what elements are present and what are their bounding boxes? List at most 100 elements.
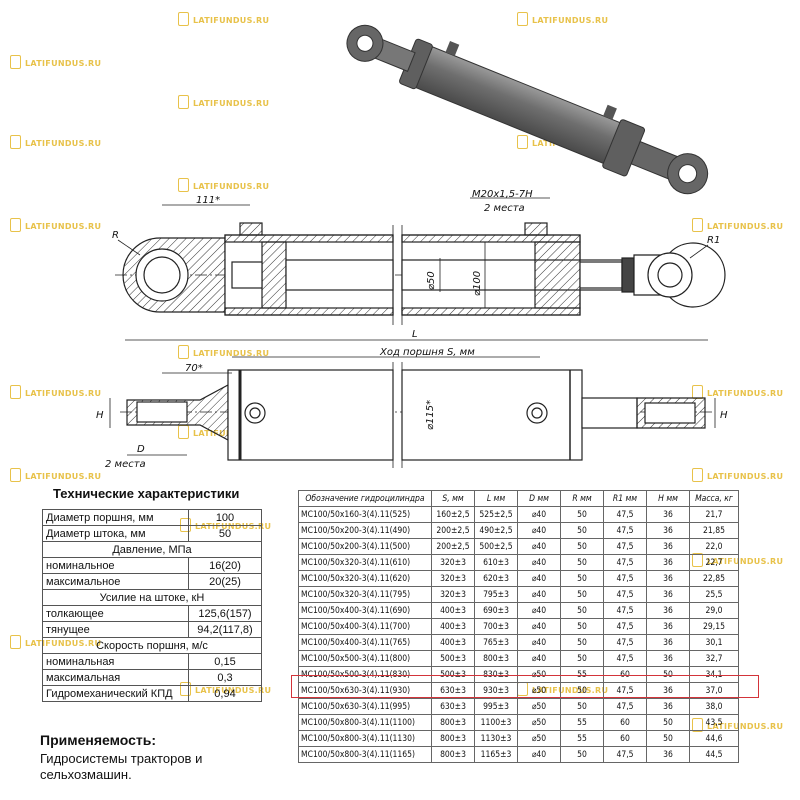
table-cell: 320±3 [431, 570, 475, 587]
models-col-header: D мм [517, 490, 561, 507]
table-cell: ⌀40 [517, 554, 561, 571]
table-cell: 47,5 [603, 506, 647, 523]
table-cell: 36 [646, 506, 690, 523]
watermark: LATIFUNDUS.RU [517, 12, 608, 26]
spec-section-header: Скорость поршня, м/с [42, 637, 262, 654]
models-col-header: S, мм [431, 490, 475, 507]
spec-label: максимальное [42, 573, 189, 590]
cylinder-drawing: 111* M20x1,5-7H 2 места R R1 ⌀50 ⌀100 L … [96, 24, 728, 470]
table-cell: МС100/50х800-3(4).11(1130) [298, 730, 432, 747]
table-cell: 320±3 [431, 554, 475, 571]
watermark: LATIFUNDUS.RU [10, 468, 101, 482]
spec-value: 16(20) [188, 557, 262, 574]
table-cell: 22,85 [689, 570, 739, 587]
table-cell: 47,5 [603, 570, 647, 587]
table-cell: 30,1 [689, 634, 739, 651]
table-cell: 36 [646, 698, 690, 715]
watermark: LATIFUNDUS.RU [10, 218, 101, 232]
table-cell: МС100/50х400-3(4).11(690) [298, 602, 432, 619]
table-cell: 525±2,5 [474, 506, 518, 523]
specs-section: Давление, МПа [42, 541, 262, 558]
dim-R1: R1 [707, 235, 720, 246]
models-col-header: H мм [646, 490, 690, 507]
table-cell: МС100/50х200-3(4).11(490) [298, 522, 432, 539]
table-cell: 50 [560, 522, 604, 539]
dim-d115: ⌀115* [425, 400, 436, 430]
table-cell: 500±2,5 [474, 538, 518, 555]
table-cell: 36 [646, 554, 690, 571]
table-cell: 500±3 [431, 650, 475, 667]
table-cell: 50 [560, 506, 604, 523]
table-cell: 36 [646, 602, 690, 619]
table-cell: 50 [560, 570, 604, 587]
models-col-header: R мм [560, 490, 604, 507]
spec-value: 0,15 [188, 653, 262, 670]
table-cell: ⌀40 [517, 602, 561, 619]
table-cell: 800±3 [431, 714, 475, 731]
models-col-header: Масса, кг [689, 490, 739, 507]
table-cell: МС100/50х400-3(4).11(700) [298, 618, 432, 635]
table-cell: МС100/50х800-3(4).11(1165) [298, 746, 432, 763]
table-cell: МС100/50х320-3(4).11(610) [298, 554, 432, 571]
watermark: LATIFUNDUS.RU [10, 55, 101, 69]
table-cell: 47,5 [603, 554, 647, 571]
table-cell: МС100/50х630-3(4).11(995) [298, 698, 432, 715]
table-cell: 47,5 [603, 602, 647, 619]
table-cell: 320±3 [431, 586, 475, 603]
table-cell: 29,15 [689, 618, 739, 635]
watermark: LATIFUNDUS.RU [10, 385, 101, 399]
table-cell: 400±3 [431, 602, 475, 619]
spec-value: 94,2(117,8) [188, 621, 262, 638]
table-cell: ⌀40 [517, 522, 561, 539]
table-cell: 690±3 [474, 602, 518, 619]
table-cell: 47,5 [603, 634, 647, 651]
spec-label: толкающее [42, 605, 189, 622]
table-cell: 47,5 [603, 698, 647, 715]
table-cell: 36 [646, 618, 690, 635]
table-cell: 21,85 [689, 522, 739, 539]
table-cell: 620±3 [474, 570, 518, 587]
table-cell: МС100/50х500-3(4).11(800) [298, 650, 432, 667]
table-cell: 630±3 [431, 698, 475, 715]
table-cell: 36 [646, 538, 690, 555]
section-view [115, 197, 726, 358]
table-cell: 490±2,5 [474, 522, 518, 539]
table-cell: МС100/50х400-3(4).11(765) [298, 634, 432, 651]
table-cell: 44,6 [689, 730, 739, 747]
applicability-text: Гидросистемы тракторов и сельхозмашин. [40, 751, 203, 782]
table-cell: МС100/50х160-3(4).11(525) [298, 506, 432, 523]
dim-stroke: Ход поршня S, мм [379, 347, 475, 358]
table-cell: 47,5 [603, 650, 647, 667]
table-cell: 50 [560, 554, 604, 571]
dim-d100: ⌀100 [472, 271, 483, 296]
spec-label: Гидромеханический КПД [42, 685, 189, 702]
dim-places-bottom: 2 места [105, 459, 146, 470]
table-cell: ⌀40 [517, 618, 561, 635]
dim-H-right: H [720, 410, 728, 421]
table-cell: 610±3 [474, 554, 518, 571]
table-cell: 55 [560, 714, 604, 731]
table-cell: 800±3 [474, 650, 518, 667]
table-cell: 32,7 [689, 650, 739, 667]
table-cell: 995±3 [474, 698, 518, 715]
table-cell: 50 [560, 586, 604, 603]
table-cell: 55 [560, 730, 604, 747]
table-cell: ⌀40 [517, 586, 561, 603]
watermark: LATIFUNDUS.RU [692, 218, 783, 232]
table-cell: 25,5 [689, 586, 739, 603]
table-cell: ⌀50 [517, 730, 561, 747]
watermark: LATIFUNDUS.RU [178, 345, 269, 359]
table-cell: МС100/50х320-3(4).11(620) [298, 570, 432, 587]
specs-section: Скорость поршня, м/с [42, 637, 262, 654]
spec-value: 125,6(157) [188, 605, 262, 622]
